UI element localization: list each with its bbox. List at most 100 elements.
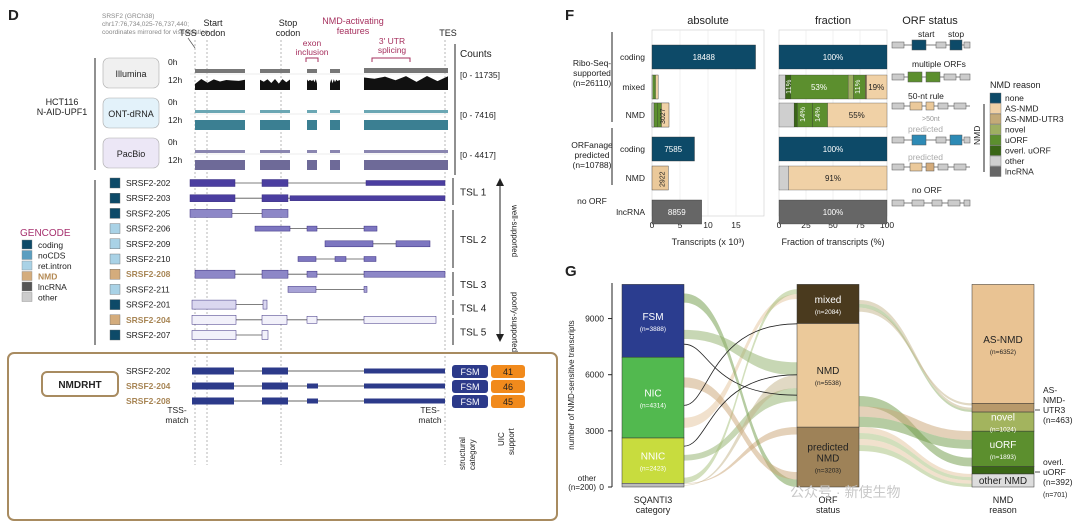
frac-bar-label: 55% [849,111,865,120]
transcript-swatch [109,299,121,310]
schematic-exon [911,39,927,51]
schematic-exon [949,134,963,146]
abs-bar [651,136,695,162]
alluvial-flow [859,300,972,410]
exon-block [261,194,289,202]
frac-bar-segment [788,165,888,191]
nmd-features-label: features [337,26,370,36]
outside-label: (n=392) [1043,477,1073,487]
coverage-0h [307,110,317,113]
well-supported-label: well-supported [510,204,519,257]
outside-label: NMD- [1043,395,1065,405]
sqanti-block-label: NIC [644,389,661,400]
legend-side-label: NMD [972,126,982,145]
row-label: coding [620,144,645,154]
sqanti-block [621,356,685,439]
alluvial-axis-label: reason [989,505,1017,515]
abs-tick-label: 15 [731,220,741,230]
sqanti-block [621,483,685,488]
stop-codon-label: Stop [279,18,298,28]
transcript-name: SRSF2-204 [126,315,171,325]
uic-badge [491,365,525,378]
nmd-reason-swatch [989,92,1002,104]
frac-bar-label: 100% [823,208,843,217]
schematic-exon [943,73,957,81]
outside-label: (n=701) [1043,492,1067,499]
cell-line-label: HCT116 [46,97,79,107]
exon-block [289,195,446,201]
gencode-legend-label: ret.intron [38,261,72,271]
stop-codon-label: codon [276,28,301,38]
orf-status-block-label: predicted [807,443,848,454]
transcript-swatch [109,269,121,280]
gencode-swatch [21,239,33,250]
transcript-swatch [109,284,121,295]
reference-coordinates: SRSF2 (GRCh38) [102,13,154,20]
exon-block [324,240,374,248]
exon-block [364,368,445,374]
abs-bar [651,165,669,191]
transcript-swatch [109,208,121,219]
alluvial-flow [684,294,797,428]
tss-match-label: TSS- [167,405,187,415]
coverage-0h [260,150,290,153]
alluvial-flow-outline [683,374,798,447]
alluvial-flow [859,439,972,484]
frac-bar-segment [778,44,888,70]
exon-block [306,270,318,278]
nmdrht-box [7,352,558,521]
watermark: 公众号 · 新使生物 [790,484,900,500]
coverage-0h [195,110,245,113]
structural-category-col-label: category [468,439,477,470]
schematic-exon [935,41,947,49]
coverage-12h [330,160,340,170]
exon-block [364,383,445,389]
pointer-line [187,37,196,49]
orf-stop-label: stop [948,29,964,39]
alluvial-y-label: number of NMD-sensitive transcripts [567,320,576,449]
sqanti-block-n: (n=2423) [640,466,666,473]
coverage-0h [195,69,245,73]
coverage-0h [260,110,290,113]
group-label: no ORF [577,196,607,206]
transcript-name: SRSF2-205 [126,208,171,218]
orf-status-block [796,323,860,428]
nmd-reason-swatch [989,124,1002,135]
nmdrht-title: NMDRHT [58,380,101,391]
abs-bar-segment [654,75,656,99]
nmd-feature-bracket [371,57,411,62]
frac-bar-segment [778,102,795,128]
orf-status-block-n: (n=3203) [815,468,841,475]
nmd-reason-legend-label: AS-NMD [1005,104,1039,114]
row-label: mixed [622,82,645,92]
coverage-12h [330,120,340,130]
frac-tick-label: 100 [880,220,894,230]
coverage-0h [364,68,448,73]
nmdrht-transcript-name: SRSF2-204 [126,381,171,391]
transcript-name: SRSF2-206 [126,224,171,234]
exon-block [261,330,269,340]
coverage-12h [307,79,317,90]
exon-block [261,179,289,187]
structural-category-badge [452,365,488,378]
row-label: NMD [626,173,645,183]
schematic-exon [963,136,971,144]
nmdrht-transcript-name: SRSF2-202 [126,366,171,376]
tsl-label: TSL 2 [460,235,487,246]
exon-block [395,240,431,248]
orf-schematic-label: predicted [908,152,943,162]
gencode-swatch [21,250,33,260]
fraction-header: fraction [815,15,851,27]
exon-block [192,397,234,405]
outside-label: (n=463) [1043,415,1073,425]
sqanti-block-n: (n=3888) [640,326,666,333]
utr-splicing-label: 3' UTR [379,36,405,46]
uic-support-value: 41 [503,367,513,377]
schematic-exon [891,199,905,207]
tsl-label: TSL 5 [460,328,487,339]
abs-bar-segment [653,102,658,128]
exon-block [287,286,317,293]
schematic-exon [891,136,905,144]
group-label: ORFanage [571,140,613,150]
platform-box [102,137,160,169]
